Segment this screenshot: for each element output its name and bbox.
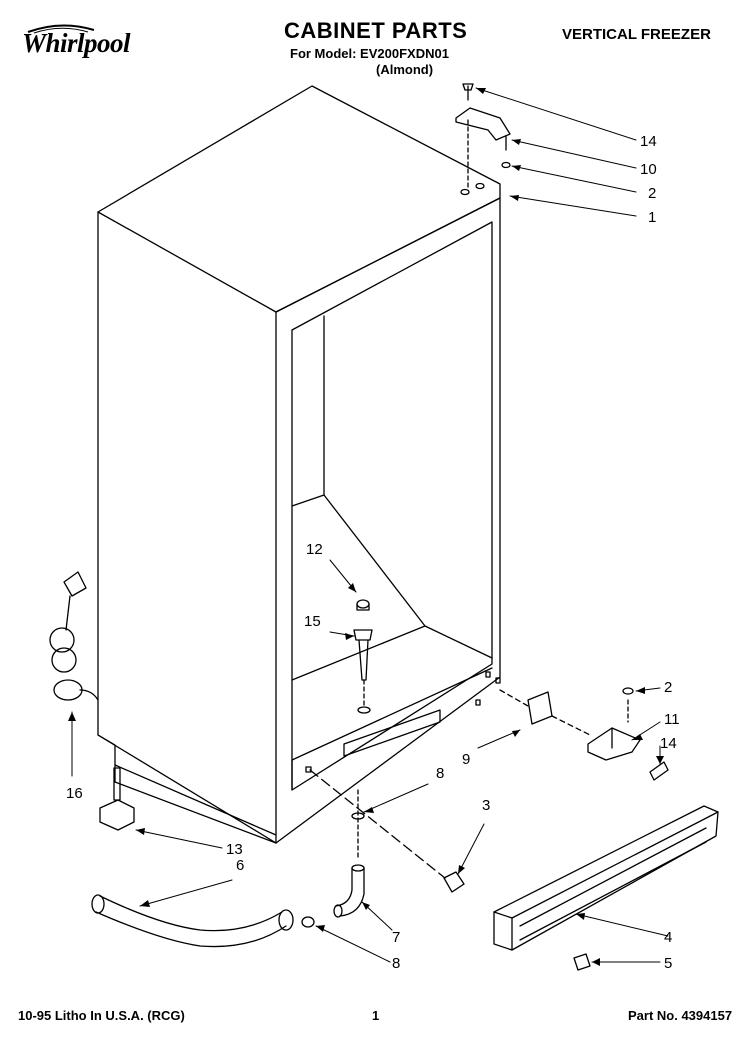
- part-number: Part No. 4394157: [628, 1008, 733, 1023]
- callout-10: 10: [640, 161, 657, 178]
- power-cord: [50, 572, 98, 700]
- drain-hose: [92, 895, 293, 947]
- callout-16: 16: [66, 785, 83, 802]
- screw: [574, 954, 590, 970]
- page-title: CABINET PARTS: [284, 18, 468, 43]
- toe-grille: [494, 806, 718, 950]
- bottom-hinge-assembly: [500, 688, 668, 780]
- callout-8-top: 8: [436, 765, 445, 782]
- callout-5: 5: [664, 955, 673, 972]
- whirlpool-logo-swoosh-icon: [27, 24, 95, 34]
- callout-14-top: 14: [640, 133, 657, 150]
- callout-arrowheads: [68, 88, 664, 966]
- callout-7: 7: [392, 929, 401, 946]
- page-number: 1: [372, 1008, 380, 1023]
- top-hinge-assembly: [456, 84, 510, 190]
- callout-8-bottom: 8: [392, 955, 401, 972]
- callout-2-bottom: 2: [664, 679, 673, 696]
- callout-13: 13: [226, 841, 243, 858]
- callout-14-bottom: 14: [660, 735, 677, 752]
- callout-1: 1: [648, 209, 657, 226]
- callout-9: 9: [462, 751, 471, 768]
- callout-leaders: [72, 88, 668, 962]
- callout-12: 12: [306, 541, 323, 558]
- callout-3: 3: [482, 797, 491, 814]
- model-color: (Almond): [376, 62, 434, 77]
- brand-logo: Whirlpool: [22, 28, 131, 58]
- callout-15: 15: [304, 613, 321, 630]
- drain-plug-assembly: [354, 600, 372, 713]
- drain-tube: [302, 790, 364, 927]
- callout-2-top: 2: [648, 185, 657, 202]
- product-category: VERTICAL FREEZER: [562, 26, 711, 43]
- leveling-leg: [100, 768, 134, 830]
- callout-6: 6: [236, 857, 245, 874]
- cabinet-body: [98, 86, 500, 843]
- callout-4: 4: [664, 929, 673, 946]
- footer-litho: 10-95 Litho In U.S.A. (RCG): [18, 1008, 185, 1023]
- callout-11: 11: [664, 711, 680, 728]
- model-number: For Model: EV200FXDN01: [290, 46, 449, 61]
- toe-grille-clip: [310, 770, 464, 892]
